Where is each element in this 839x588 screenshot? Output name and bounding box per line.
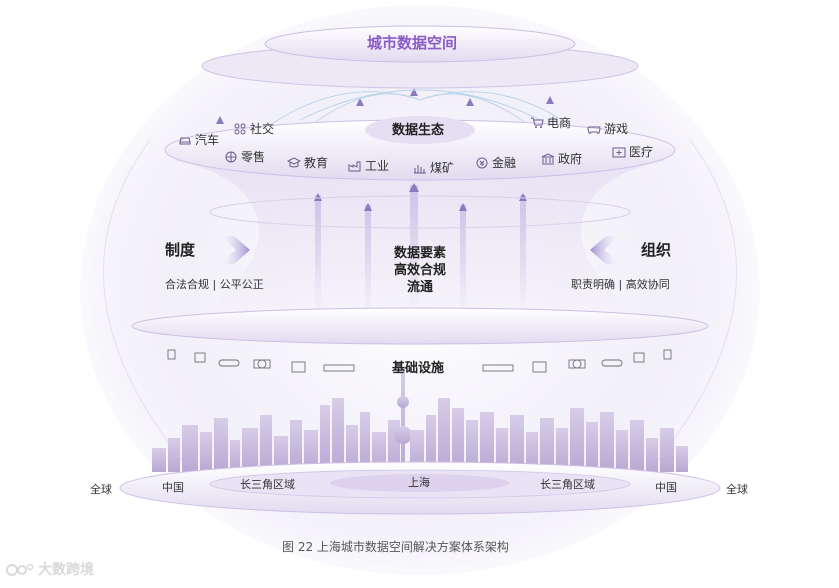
city-skyline: [152, 368, 688, 472]
middle-ring: [209, 195, 631, 229]
region-china-right: 中国: [655, 481, 677, 494]
center-line: 流通: [406, 280, 433, 295]
education-icon: [287, 157, 301, 169]
eco-item-mining: 煤矿: [413, 162, 454, 174]
ecosystem-center: [365, 116, 475, 144]
data-flow-beams: [216, 88, 554, 315]
eco-item-label: 零售: [241, 150, 266, 164]
eco-item-industry: 工业: [348, 160, 389, 172]
organization-title: 组织: [641, 241, 672, 259]
outer-orbit-left: [103, 139, 191, 471]
car-icon: [178, 134, 192, 146]
region-global-right: 全球: [726, 483, 748, 496]
left-chevron-icon: [220, 236, 250, 264]
figure-caption: 图 22 上海城市数据空间解决方案体系架构: [282, 540, 509, 554]
data-element-circulation: 数据要素 高效合规 流通: [384, 245, 456, 296]
eco-item-government: 政府: [541, 153, 582, 165]
eco-item-medical: 医疗: [612, 146, 653, 158]
region-shanghai: 上海: [408, 476, 430, 489]
medical-icon: [612, 146, 626, 158]
region-yangtze-left: 长三角区域: [240, 478, 295, 491]
eco-item-label: 教育: [304, 156, 329, 170]
eco-item-label: 政府: [558, 152, 583, 166]
institution-title: 制度: [165, 241, 196, 259]
finance-icon: [475, 157, 489, 169]
right-chevron-icon: [590, 236, 620, 264]
eco-item-label: 医疗: [629, 145, 654, 159]
eco-item-social: 社交: [233, 123, 274, 135]
ecommerce-icon: [530, 117, 544, 129]
watermark: 大数跨境: [6, 561, 94, 579]
eco-item-label: 汽车: [195, 133, 220, 147]
eco-item-label: 电商: [547, 116, 572, 130]
eco-item-ecommerce: 电商: [530, 117, 571, 129]
watermark-logo-icon: [6, 561, 34, 579]
eco-item-label: 游戏: [604, 122, 629, 136]
eco-item-label: 煤矿: [430, 161, 455, 175]
device-icons: [167, 349, 672, 373]
shanghai-core: [330, 474, 510, 492]
government-icon: [541, 153, 555, 165]
region-yangtze-right: 长三角区域: [540, 478, 595, 491]
social-icon: [233, 123, 247, 135]
industry-icon: [348, 160, 362, 172]
eco-item-car: 汽车: [178, 134, 219, 146]
eco-item-retail: 零售: [224, 151, 265, 163]
region-global-left: 全球: [90, 483, 112, 496]
eco-item-education: 教育: [287, 157, 328, 169]
infrastructure-disc: [131, 307, 709, 345]
institution-subtitle: 合法合规 | 公平公正: [165, 278, 264, 291]
watermark-text: 大数跨境: [38, 562, 94, 578]
top-disc: [264, 25, 576, 63]
outer-orbit-right: [649, 139, 737, 471]
organization-subtitle: 职责明确 | 高效协同: [571, 278, 670, 291]
eco-item-label: 工业: [365, 159, 390, 173]
retail-icon: [224, 151, 238, 163]
mining-icon: [413, 162, 427, 174]
eco-item-label: 社交: [250, 122, 275, 136]
city-data-space-title: 城市数据空间: [367, 34, 458, 52]
infrastructure-label: 基础设施: [392, 361, 445, 376]
eco-item-label: 金融: [492, 156, 517, 170]
eco-item-game: 游戏: [587, 123, 628, 135]
eco-item-finance: 金融: [475, 157, 516, 169]
game-icon: [587, 123, 601, 135]
center-line: 数据要素: [393, 246, 446, 261]
ecosystem-label: 数据生态: [392, 123, 445, 138]
center-line: 高效合规: [393, 263, 446, 278]
region-china-left: 中国: [162, 481, 184, 494]
